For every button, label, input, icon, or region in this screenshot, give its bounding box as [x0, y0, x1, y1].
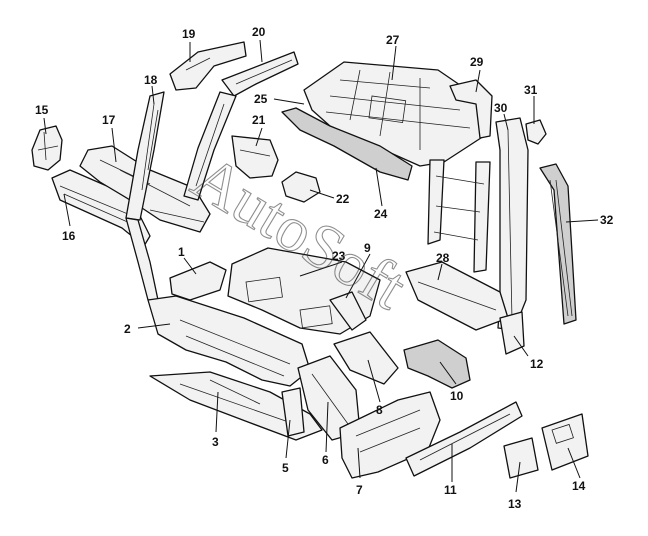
callout-22: 22	[336, 192, 350, 206]
part-32-pillar-strip	[539, 163, 577, 325]
part-14-end-plate	[541, 413, 589, 471]
callout-16: 16	[62, 229, 76, 243]
part-1-floor-bracket	[169, 261, 227, 301]
part-rear-frame	[427, 159, 491, 273]
callout-labels: 15 16 17 18 19 20 21 22 25 27 24 29 30 3…	[35, 25, 614, 511]
part-21-visor	[231, 135, 279, 179]
part-16-side-rail	[51, 169, 151, 247]
callout-32: 32	[600, 213, 614, 227]
callout-13: 13	[508, 497, 522, 511]
part-2-front-floor	[147, 295, 311, 387]
part-22-clip	[281, 171, 321, 203]
callout-1: 1	[178, 245, 185, 259]
part-27-roof-panel	[303, 61, 485, 167]
callout-15: 15	[35, 103, 49, 117]
callout-17: 17	[102, 113, 116, 127]
callout-27: 27	[386, 33, 400, 47]
callout-20: 20	[252, 25, 266, 39]
callout-8: 8	[376, 403, 383, 417]
callout-9: 9	[364, 241, 371, 255]
callout-18: 18	[144, 73, 158, 87]
callout-14: 14	[572, 479, 586, 493]
callout-25: 25	[254, 92, 268, 106]
part-8-rail	[333, 331, 399, 385]
callout-24: 24	[374, 207, 388, 221]
callout-6: 6	[322, 453, 329, 467]
part-12-bracket	[499, 311, 525, 355]
callout-21: 21	[252, 113, 266, 127]
part-18-a-pillar	[125, 91, 165, 221]
callout-30: 30	[494, 101, 508, 115]
part-5-panel	[281, 387, 305, 437]
callout-19: 19	[182, 27, 196, 41]
part-31-bracket	[525, 119, 547, 145]
callout-10: 10	[450, 389, 464, 403]
parts-layer	[31, 41, 589, 479]
part-29-cross-bar	[449, 79, 493, 139]
callout-12: 12	[530, 357, 544, 371]
callout-23: 23	[332, 249, 346, 263]
callout-31: 31	[524, 83, 538, 97]
part-9-rail	[329, 291, 367, 331]
callout-28: 28	[436, 251, 450, 265]
leader-lines	[43, 39, 599, 493]
callout-3: 3	[212, 435, 219, 449]
part-3-floor-pan	[149, 371, 323, 441]
callout-5: 5	[282, 461, 289, 475]
part-24-roof-bow	[281, 107, 413, 181]
callout-11: 11	[444, 483, 457, 497]
part-19-roof-bracket	[169, 41, 247, 91]
callout-7: 7	[356, 483, 363, 497]
callout-29: 29	[470, 55, 484, 69]
callout-2: 2	[124, 322, 131, 336]
part-13-plate	[503, 437, 539, 479]
part-10-shield	[403, 339, 471, 389]
part-11-long-sill	[405, 401, 523, 477]
